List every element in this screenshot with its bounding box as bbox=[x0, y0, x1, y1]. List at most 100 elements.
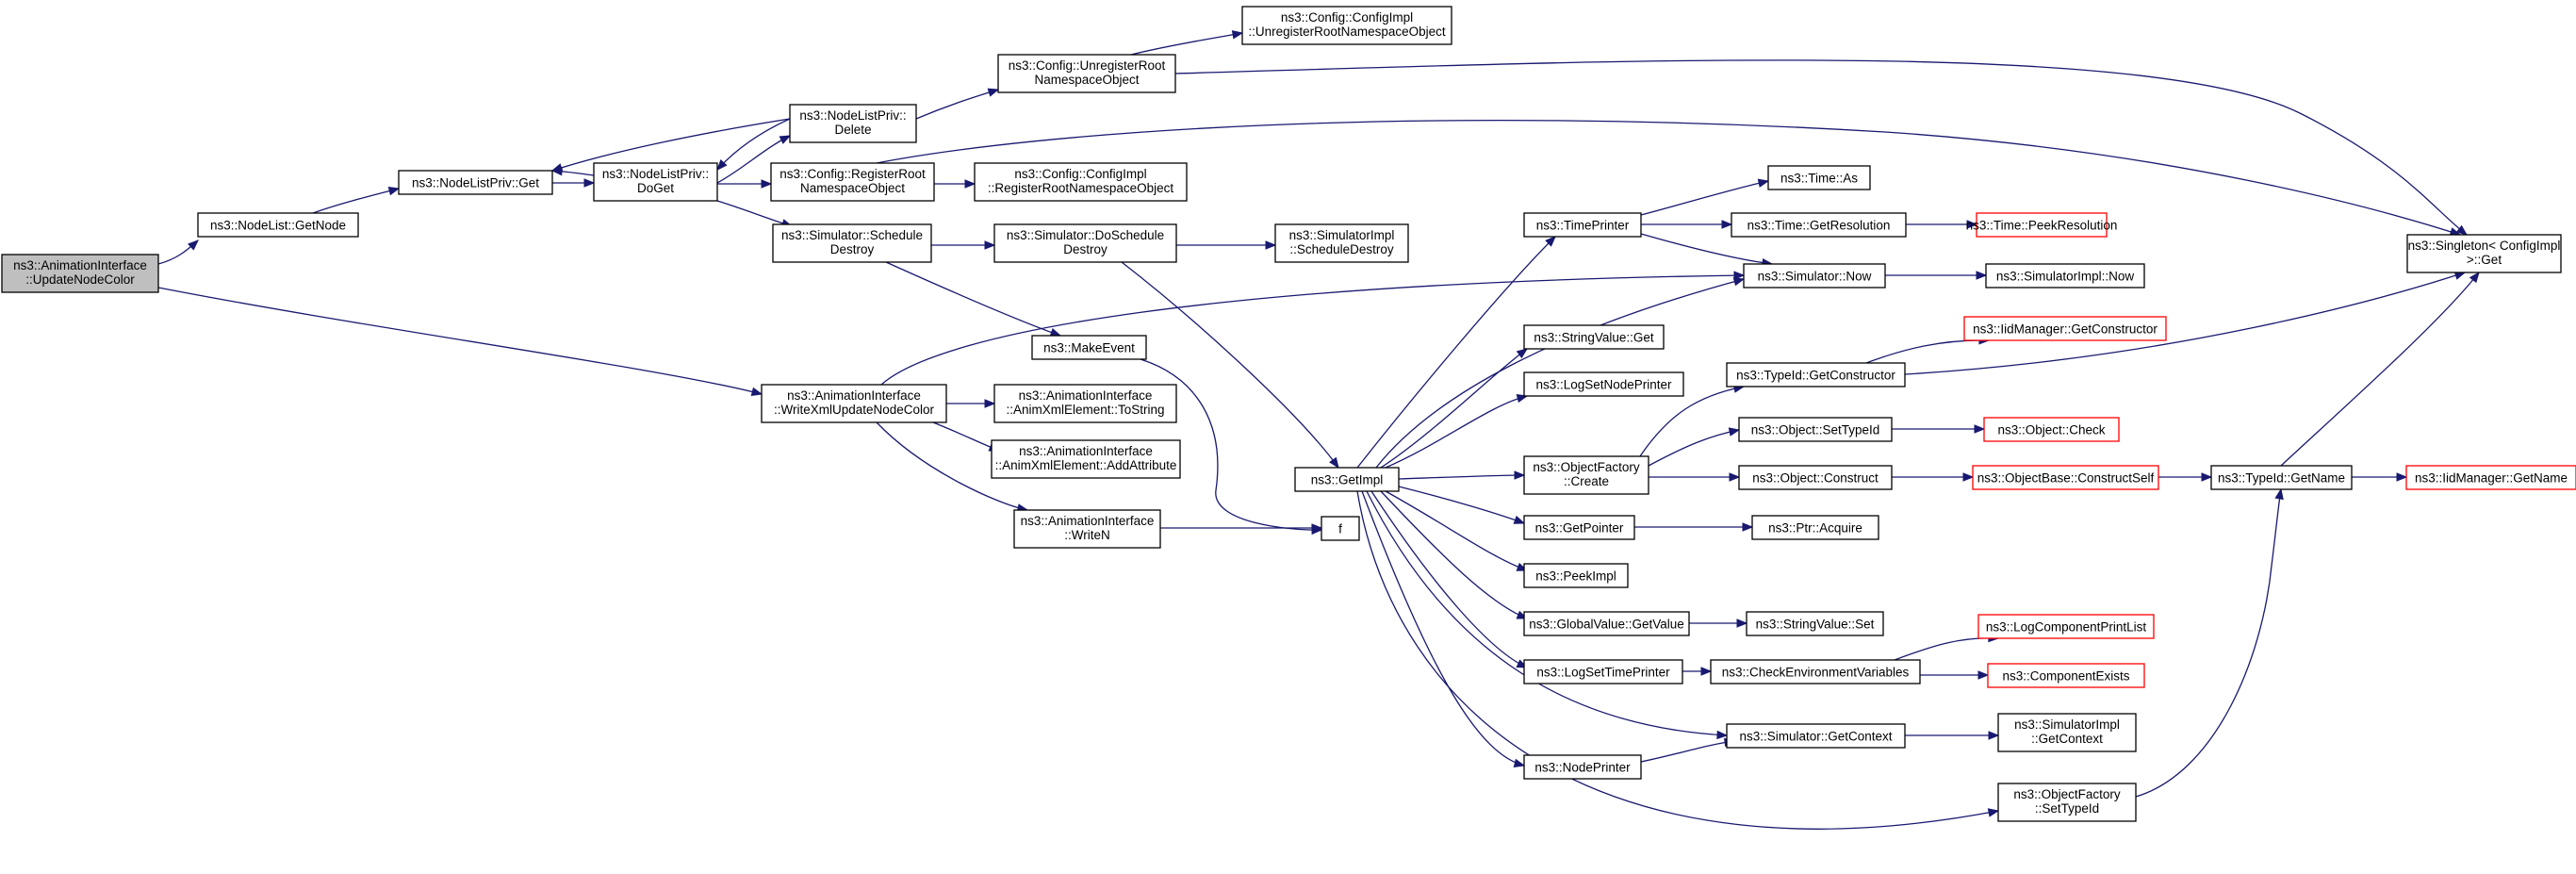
node-cfgimpl_unreg[interactable]: ns3::Config::ConfigImpl::UnregisterRootN… bbox=[1241, 6, 1452, 45]
node-time_getres[interactable]: ns3::Time::GetResolution bbox=[1731, 212, 1907, 238]
call-edge-logsettimeprinter-to-checkenv bbox=[1682, 667, 1713, 676]
node-box bbox=[1523, 455, 1649, 495]
node-objfactory_settypeid[interactable]: ns3::ObjectFactory::SetTypeId bbox=[1997, 783, 2137, 822]
node-objfactory_create[interactable]: ns3::ObjectFactory::Create bbox=[1523, 455, 1649, 495]
call-edge-typeid_getname-to-singleton_get bbox=[2280, 271, 2480, 467]
edge-line bbox=[1121, 261, 1339, 469]
node-sim_schedule_destroy[interactable]: ns3::Simulator::ScheduleDestroy bbox=[772, 223, 932, 263]
node-simimpl_getcontext[interactable]: ns3::SimulatorImpl::GetContext bbox=[1997, 713, 2137, 752]
node-checkenv[interactable]: ns3::CheckEnvironmentVariables bbox=[1710, 659, 1921, 684]
node-label: ::ScheduleDestroy bbox=[1289, 242, 1394, 256]
edge-line bbox=[1398, 474, 1525, 480]
node-gv_getvalue[interactable]: ns3::GlobalValue::GetValue bbox=[1523, 611, 1690, 636]
node-box bbox=[1, 254, 159, 293]
node-label: ns3::Time::PeekResolution bbox=[1966, 219, 2118, 233]
node-peekimpl[interactable]: ns3::PeekImpl bbox=[1523, 563, 1629, 588]
node-iid_getctor[interactable]: ns3::IidManager::GetConstructor bbox=[1963, 316, 2167, 341]
call-edge-nlp_delete-to-nlp_get bbox=[550, 118, 791, 173]
node-label: ns3::PeekImpl bbox=[1535, 569, 1616, 584]
node-typeid_getctor[interactable]: ns3::TypeId::GetConstructor bbox=[1726, 362, 1906, 388]
node-label: ns3::Time::GetResolution bbox=[1747, 219, 1891, 233]
node-label: ns3::SimulatorImpl bbox=[2014, 717, 2120, 732]
node-anim_tostring[interactable]: ns3::AnimationInterface::AnimXmlElement:… bbox=[993, 384, 1177, 423]
edge-line bbox=[915, 89, 999, 120]
call-edge-nlp_doget-to-nlp_delete bbox=[716, 135, 792, 184]
node-logcompprintlist[interactable]: ns3::LogComponentPrintList bbox=[1977, 614, 2155, 639]
node-root[interactable]: ns3::AnimationInterface::UpdateNodeColor bbox=[1, 254, 159, 293]
node-label: ns3::Config::ConfigImpl bbox=[1014, 167, 1146, 181]
node-strval_get[interactable]: ns3::StringValue::Get bbox=[1523, 324, 1665, 350]
node-sim_now[interactable]: ns3::Simulator::Now bbox=[1743, 263, 1886, 289]
node-box bbox=[1321, 516, 1360, 541]
node-label: ns3::LogSetTimePrinter bbox=[1536, 666, 1670, 680]
edge-line bbox=[1380, 490, 1528, 619]
node-getpointer[interactable]: ns3::GetPointer bbox=[1523, 515, 1635, 540]
node-cfg_unreg[interactable]: ns3::Config::UnregisterRootNamespaceObje… bbox=[997, 54, 1176, 93]
node-ptr_acquire[interactable]: ns3::Ptr::Acquire bbox=[1751, 515, 1879, 540]
node-strval_set[interactable]: ns3::StringValue::Set bbox=[1746, 611, 1884, 636]
node-label: Destroy bbox=[1063, 242, 1108, 256]
edge-line bbox=[880, 274, 1745, 386]
node-label: ns3::NodeListPriv:: bbox=[602, 167, 709, 181]
node-getimpl[interactable]: ns3::GetImpl bbox=[1294, 467, 1400, 492]
node-iid_getname[interactable]: ns3::IidManager::GetName bbox=[2405, 465, 2576, 490]
node-box bbox=[761, 384, 947, 423]
call-edge-sim_schedule_destroy-to-sim_doschedule_destroy bbox=[931, 240, 996, 250]
node-timeprinter[interactable]: ns3::TimePrinter bbox=[1523, 212, 1642, 238]
edge-line bbox=[716, 118, 791, 171]
node-f[interactable]: f bbox=[1321, 516, 1360, 541]
node-box bbox=[1963, 316, 2167, 341]
call-edge-nlp_get-to-nlp_doget bbox=[551, 178, 596, 188]
node-objbase_constructself[interactable]: ns3::ObjectBase::ConstructSelf bbox=[1972, 465, 2159, 490]
arrowhead bbox=[1987, 808, 2000, 817]
arrowhead bbox=[1732, 277, 1746, 287]
node-simimpl_schedule_destroy[interactable]: ns3::SimulatorImpl::ScheduleDestroy bbox=[1274, 223, 1409, 263]
node-cfg_reg[interactable]: ns3::Config::RegisterRootNamespaceObject bbox=[770, 162, 935, 202]
call-edge-cfg_unreg-to-cfgimpl_unreg bbox=[1130, 30, 1244, 56]
node-anim_addattr[interactable]: ns3::AnimationInterface::AnimXmlElement:… bbox=[991, 439, 1181, 479]
arrowhead bbox=[1962, 472, 1975, 482]
node-cfgimpl_reg[interactable]: ns3::Config::ConfigImpl::RegisterRootNam… bbox=[974, 162, 1188, 202]
node-logsettimeprinter[interactable]: ns3::LogSetTimePrinter bbox=[1523, 659, 1683, 684]
node-nlp_get[interactable]: ns3::NodeListPriv::Get bbox=[398, 170, 553, 195]
node-time_peekres[interactable]: ns3::Time::PeekResolution bbox=[1966, 212, 2118, 238]
node-nlp_doget[interactable]: ns3::NodeListPriv::DoGet bbox=[593, 162, 718, 202]
call-edge-nl_getnode-to-nlp_get bbox=[312, 187, 401, 214]
node-nl_getnode[interactable]: ns3::NodeList::GetNode bbox=[197, 212, 359, 238]
node-obj_settypeid[interactable]: ns3::Object::SetTypeId bbox=[1738, 417, 1893, 442]
call-edge-getimpl-to-gv_getvalue bbox=[1380, 490, 1529, 619]
edge-line bbox=[1904, 272, 2466, 375]
arrowhead bbox=[1513, 758, 1526, 767]
function-nodes: ns3::AnimationInterface::UpdateNodeColor… bbox=[1, 6, 2576, 822]
node-label: ns3::NodeListPriv:: bbox=[799, 108, 906, 123]
node-label: NamespaceObject bbox=[1034, 73, 1139, 87]
call-edge-nlp_delete-to-cfg_unreg bbox=[915, 88, 1000, 120]
arrowhead bbox=[1231, 30, 1244, 40]
node-nlp_delete[interactable]: ns3::NodeListPriv::Delete bbox=[789, 104, 917, 143]
node-obj_construct[interactable]: ns3::Object::Construct bbox=[1738, 465, 1893, 490]
call-edge-write_xml-to-anim_addattr bbox=[932, 421, 1001, 452]
node-box bbox=[991, 439, 1181, 479]
node-obj_check[interactable]: ns3::Object::Check bbox=[1983, 417, 2120, 442]
node-nodeprinter[interactable]: ns3::NodePrinter bbox=[1523, 754, 1642, 780]
node-label: ::Create bbox=[1564, 474, 1609, 488]
node-write_xml[interactable]: ns3::AnimationInterface::WriteXmlUpdateN… bbox=[761, 384, 947, 423]
node-label: ns3::Object::Check bbox=[1997, 423, 2105, 437]
node-typeid_getname[interactable]: ns3::TypeId::GetName bbox=[2210, 465, 2353, 490]
node-anim_writen[interactable]: ns3::AnimationInterface::WriteN bbox=[1013, 509, 1161, 549]
node-singleton_get[interactable]: ns3::Singleton< ConfigImpl >::Get bbox=[2406, 234, 2562, 273]
node-sim_getcontext[interactable]: ns3::Simulator::GetContext bbox=[1726, 723, 1906, 749]
node-compexists[interactable]: ns3::ComponentExists bbox=[1987, 663, 2145, 688]
node-time_as[interactable]: ns3::Time::As bbox=[1767, 165, 1871, 190]
node-label: ns3::NodeList::GetNode bbox=[210, 219, 346, 233]
node-simimpl_now[interactable]: ns3::SimulatorImpl::Now bbox=[1985, 263, 2145, 289]
node-box bbox=[993, 223, 1177, 263]
call-edge-sim_now-to-simimpl_now bbox=[1885, 271, 1988, 280]
node-makeevent[interactable]: ns3::MakeEvent bbox=[1031, 335, 1147, 360]
arrowhead bbox=[987, 88, 1000, 97]
arrowhead bbox=[1729, 472, 1741, 482]
node-box bbox=[1997, 713, 2137, 752]
node-box bbox=[1987, 663, 2145, 688]
node-logsetnodeprinter[interactable]: ns3::LogSetNodePrinter bbox=[1523, 371, 1684, 397]
